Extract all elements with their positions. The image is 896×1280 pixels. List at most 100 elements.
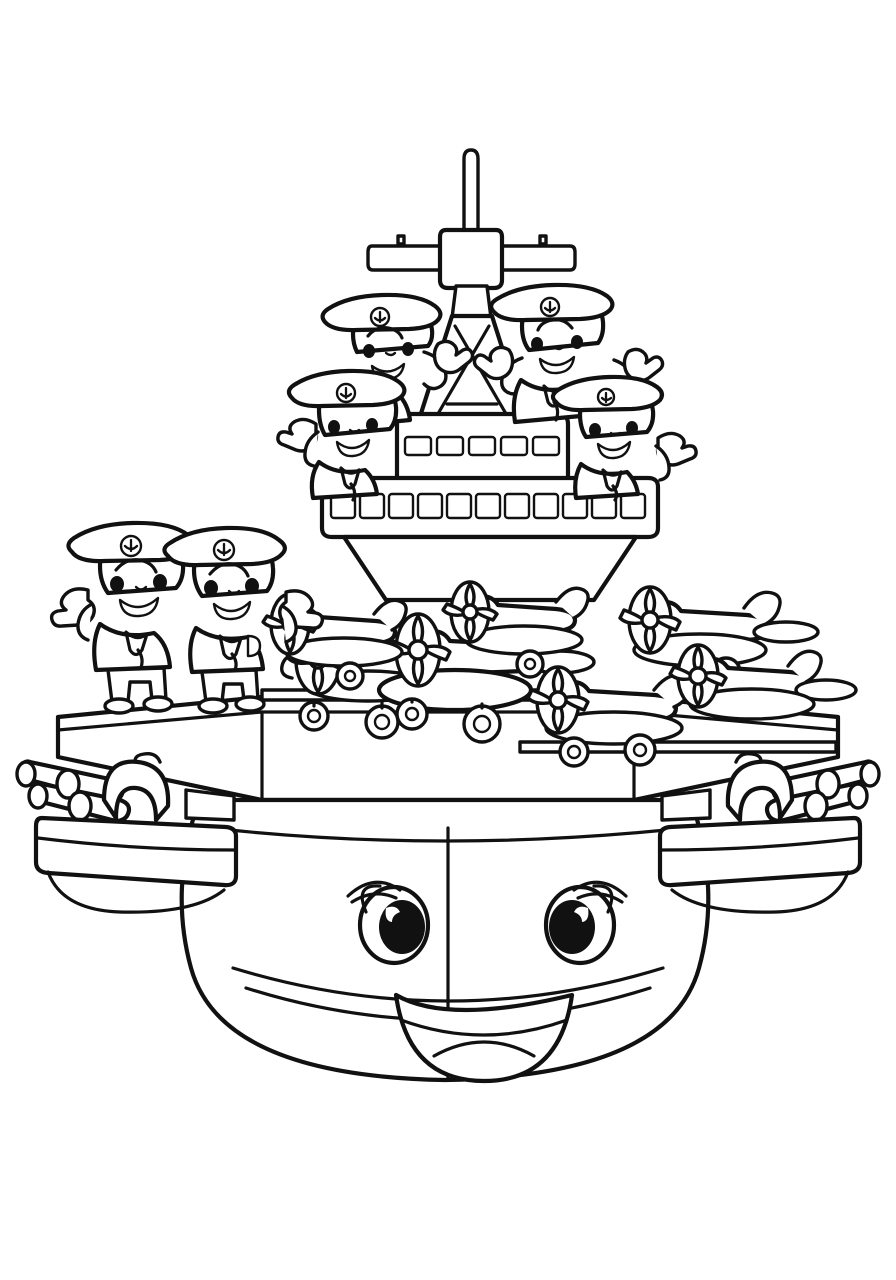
- turret-tub-rim-right: [658, 836, 860, 852]
- barrel-muzzle-right-b: [847, 782, 869, 810]
- eyebrow-left-inner: [350, 892, 398, 904]
- sailor-eye-right: [402, 342, 414, 356]
- bridge-upper-window: [467, 435, 497, 457]
- port-gun-turret: [15, 751, 239, 914]
- sailor-nose: [348, 428, 361, 434]
- bridge-lower-window: [532, 492, 560, 520]
- plane-tail-fin: [372, 598, 408, 632]
- barrel-muzzle-left-a: [15, 760, 37, 788]
- plane-tail-fin: [742, 590, 782, 627]
- sailor-eye-right: [366, 418, 378, 432]
- turret-step-left: [184, 788, 236, 822]
- plane-landing-strut: [312, 698, 384, 710]
- mast: [462, 148, 480, 242]
- plane-landing-strut: [410, 698, 484, 710]
- sailor-hand-waving-right: [622, 347, 665, 383]
- sailor-eye-right: [626, 421, 638, 435]
- sailor-hand-waving: [472, 345, 515, 381]
- sailor-neckerchief: [611, 484, 619, 502]
- radar-housing: [437, 227, 505, 291]
- sailor-nose: [552, 345, 565, 351]
- airplane-7: [441, 580, 590, 679]
- mast-assembly: [366, 148, 577, 320]
- sailor-eye-right: [571, 335, 583, 349]
- anchor-glyph: [123, 538, 139, 553]
- turret-shield-left: [101, 759, 171, 823]
- eye-inner-arc-right: [592, 884, 614, 914]
- sailor-hair: [536, 318, 574, 332]
- sailor-arm-left: [76, 602, 94, 642]
- sailor-bridge-left-lower: [276, 368, 407, 502]
- plane-wheel-hub: [373, 713, 391, 731]
- pupil-right: [549, 900, 595, 954]
- barrel-ring-right-a: [815, 768, 841, 800]
- tower-base: [341, 534, 639, 603]
- sailor-collar: [218, 634, 243, 661]
- bridge-lower-window: [445, 492, 473, 520]
- sailor-bridge-right-lower: [550, 374, 698, 502]
- sailor-pocket-badge: [246, 634, 262, 658]
- airplane-4: [618, 585, 820, 688]
- bridge-upper-window: [435, 435, 465, 457]
- plane-wheel-hub: [404, 706, 420, 722]
- propeller-hub: [461, 603, 479, 621]
- anchor-glyph: [339, 386, 353, 400]
- turret-tub-right: [657, 815, 863, 888]
- sailor-bridge-right-upper: [472, 282, 665, 425]
- airplane-3: [518, 665, 838, 768]
- ship-mouth: [393, 992, 575, 1084]
- barrel-ring-left-b: [67, 790, 93, 822]
- bridge-lower-window: [387, 492, 415, 520]
- eye-highlight-left: [385, 906, 400, 922]
- anchor-glyph: [216, 542, 232, 557]
- bridge-lower-window: [358, 492, 386, 520]
- hull-body: [179, 797, 711, 1083]
- plane-wheel-hub: [632, 742, 648, 758]
- plane-wheel-hub: [472, 714, 492, 734]
- pupil-left: [379, 900, 425, 954]
- sailor-eye-left: [110, 576, 124, 592]
- bridge-lower-window: [416, 492, 444, 520]
- bridge-upper-window: [499, 435, 529, 457]
- mouth-outline: [393, 992, 575, 1084]
- sailor-mouth: [212, 600, 252, 621]
- propeller-hub: [548, 690, 568, 710]
- airplane-5: [668, 643, 858, 721]
- hull: [179, 797, 711, 1083]
- eyebrow-right: [572, 880, 628, 898]
- eyebrow-right-inner: [576, 892, 624, 904]
- propeller-hub: [688, 666, 708, 686]
- sailor-eye-right: [245, 578, 259, 594]
- sailor-nose: [609, 431, 622, 437]
- sailor-arm-right: [280, 604, 298, 644]
- eye-inner-arc-left: [360, 884, 382, 914]
- bridge-upper-window: [403, 435, 433, 457]
- sailor-mouth: [118, 596, 160, 618]
- turret-shield-right: [725, 759, 795, 823]
- bridge-upper-window-row: [403, 435, 561, 457]
- turret-tub-underside-left: [46, 870, 226, 914]
- sailor-hand-waving: [432, 339, 475, 375]
- sailor-eye-left: [531, 337, 543, 351]
- turret-tub-left: [33, 815, 239, 888]
- anchor-glyph: [373, 310, 387, 324]
- sailor-collar: [124, 630, 149, 657]
- bridge-lower-window-row: [329, 492, 647, 520]
- plane-wheel-hub: [306, 708, 322, 724]
- sailor-mouth: [596, 440, 632, 460]
- ship-eye-right: [543, 880, 628, 966]
- sailor-eye-left: [589, 423, 601, 437]
- sailor-nose: [227, 589, 241, 595]
- sailor-hair: [208, 562, 250, 578]
- sailor-shoe-left: [197, 697, 229, 715]
- plane-wheel-hub: [566, 744, 582, 760]
- sailor-eye-left: [328, 420, 340, 434]
- plane-tailplane: [752, 620, 820, 644]
- eyebrow-left: [346, 880, 402, 898]
- plane-wheel-hub: [523, 657, 537, 671]
- yardarm-peg-right: [538, 234, 548, 246]
- sailor-hair: [366, 326, 404, 340]
- sailor-mouth: [335, 438, 371, 458]
- barrel-ring-left-a: [55, 768, 81, 800]
